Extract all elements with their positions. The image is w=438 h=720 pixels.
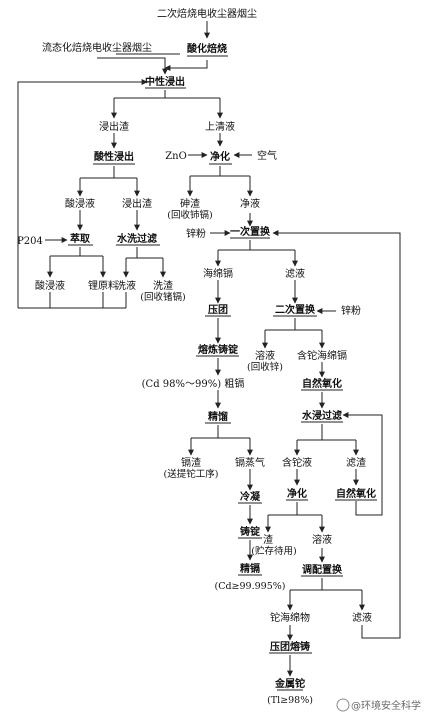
edge <box>97 57 168 75</box>
node-n14: 净液 <box>240 197 260 210</box>
node-n11: 酸浸液 <box>65 197 95 210</box>
node-n32: (Cd 98%～99%) 粗镉 <box>142 377 245 390</box>
node-n47: (Cd≥99.995%) <box>215 581 286 592</box>
watermark-text: @环境安全科学 <box>351 699 421 712</box>
node-n39: 滤渣 <box>346 456 366 469</box>
node-n40: 冷凝 <box>240 490 261 503</box>
node-n17: 水洗过滤 <box>116 232 157 245</box>
node-n36-sub: (送提铊工序) <box>164 468 219 480</box>
node-n26: 压团 <box>208 304 228 316</box>
node-n33: 自然氧化 <box>302 377 342 390</box>
node-n30-sub: (回收锌) <box>247 361 283 373</box>
node-n16: 萃取 <box>70 232 91 245</box>
node-n24: 海绵镉 <box>203 267 233 280</box>
node-n20: 酸浸液 <box>35 279 65 292</box>
node-n53: (Tl≥98%) <box>267 695 313 706</box>
node-n29: 熔炼铸锭 <box>198 343 238 356</box>
node-n8: ZnO <box>165 151 187 162</box>
node-n38: 含铊液 <box>282 456 312 469</box>
node-n2: 流态化焙烧电收尘器烟尘 <box>42 41 152 54</box>
node-n23: 洗渣 <box>153 279 173 292</box>
node-n28: 锌粉 <box>341 304 361 317</box>
node-n44-sub: (贮存待用) <box>251 545 296 557</box>
node-n19: 一次置换 <box>230 225 271 238</box>
node-n45: 溶液 <box>312 533 332 546</box>
node-n18: 锌粉 <box>186 227 206 240</box>
flow-edges <box>17 21 401 677</box>
flow-nodes: 二次焙烧电收尘器烟尘 流态化焙烧电收尘器烟尘 酸化焙烧 中性浸出 浸出渣 上清液… <box>17 7 376 706</box>
node-n50: 滤液 <box>352 611 372 624</box>
node-n46: 精镉 <box>240 562 260 575</box>
node-n27: 二次置换 <box>275 303 316 316</box>
node-n13: 砷渣 <box>180 197 200 210</box>
node-n41: 净化 <box>287 487 307 500</box>
process-underlines <box>68 53 377 691</box>
node-n25: 滤液 <box>285 267 305 280</box>
node-n10: 空气 <box>257 149 277 162</box>
edge <box>342 412 383 516</box>
node-n36: 镉渣 <box>181 456 201 469</box>
node-n5: 浸出渣 <box>99 120 129 133</box>
edge <box>272 230 401 639</box>
edge <box>164 60 208 71</box>
node-n44: 渣 <box>263 533 273 546</box>
node-n3: 酸化焙烧 <box>187 42 227 55</box>
node-n51: 压团熔铸 <box>270 640 310 653</box>
node-n9: 净化 <box>210 150 230 163</box>
node-n48: 调配置换 <box>302 563 343 576</box>
node-n23-sub: (回收锗镉) <box>140 291 185 303</box>
node-n21: 锂原料 <box>88 279 118 292</box>
watermark-logo-icon <box>336 698 350 712</box>
node-n13-sub: (回收铈镉) <box>167 209 212 221</box>
node-n52: 金属铊 <box>274 677 305 690</box>
watermark: @环境安全科学 <box>336 698 421 712</box>
node-n4: 中性浸出 <box>145 75 185 88</box>
node-n31: 含铊海绵镉 <box>297 349 347 362</box>
node-n1: 二次焙烧电收尘器烟尘 <box>157 7 257 20</box>
node-n12: 浸出渣 <box>122 197 152 210</box>
node-n7: 酸性浸出 <box>94 150 134 163</box>
node-n34: 精馏 <box>208 410 228 423</box>
node-n35: 水浸过滤 <box>301 409 342 422</box>
edge <box>17 79 148 308</box>
node-n22: 洗液 <box>116 279 136 292</box>
node-n30: 溶液 <box>255 349 275 362</box>
node-n37: 镉蒸气 <box>235 456 265 469</box>
node-n15: P204 <box>17 236 43 247</box>
node-n43: 铸锭 <box>240 525 260 538</box>
node-n49: 铊海绵物 <box>270 611 310 624</box>
node-n42: 自然氧化 <box>336 487 376 500</box>
node-n6: 上清液 <box>205 120 235 133</box>
